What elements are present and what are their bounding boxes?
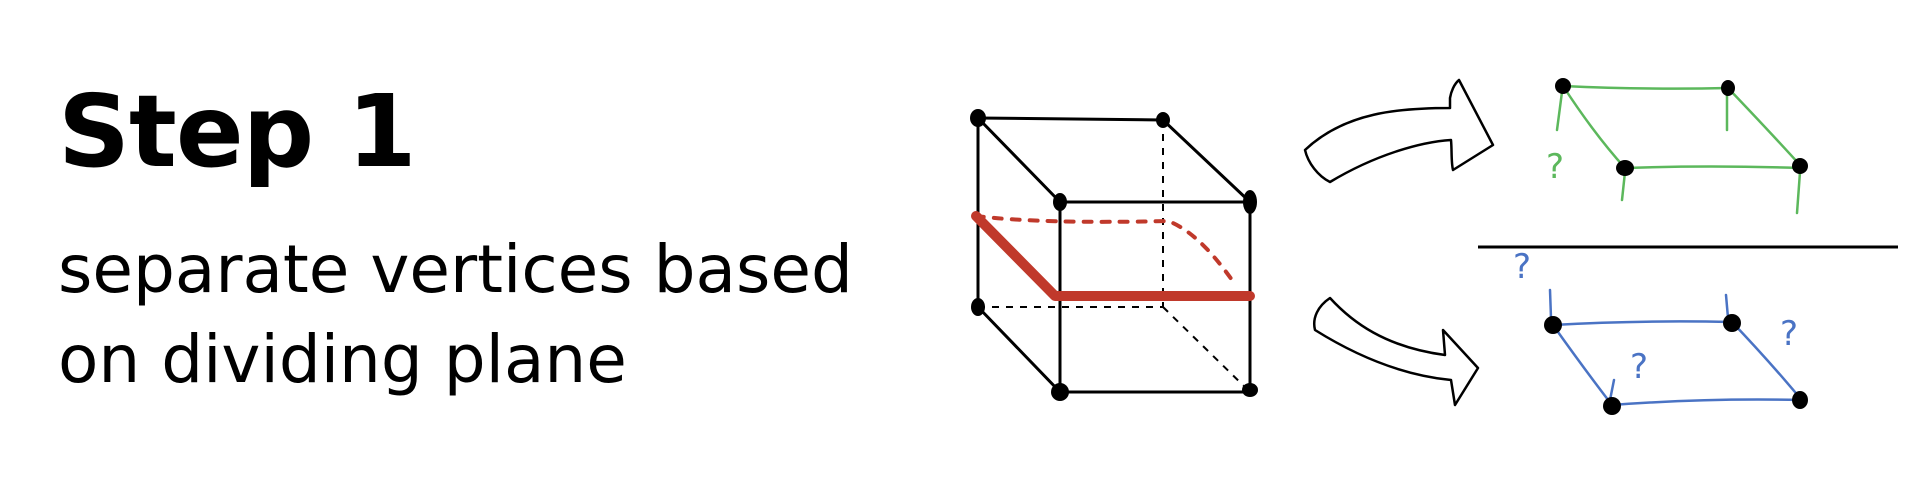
blue-edge-stub <box>1724 293 1730 320</box>
green-edge <box>1561 84 1627 170</box>
cube-edge <box>976 116 1062 204</box>
green-edge-stub <box>1555 90 1564 132</box>
green-edge-stub <box>1795 170 1802 215</box>
green-edge-stub <box>1620 170 1627 202</box>
cube-edge <box>976 116 1165 122</box>
vertex-dot-icon <box>1156 112 1170 128</box>
blue-edge <box>1610 398 1802 407</box>
vertex-dot-icon <box>1792 391 1808 409</box>
blue-question-mark-3: ? <box>1780 314 1798 354</box>
lower-curved-arrow-icon <box>1313 296 1480 407</box>
upper-half-dots <box>1555 78 1808 176</box>
upper-curved-arrow-icon <box>1303 78 1495 184</box>
green-edge <box>1623 165 1802 170</box>
vertex-dot-icon <box>1723 314 1741 332</box>
vertex-dot-icon <box>1792 158 1808 174</box>
blue-edge-stub <box>1608 378 1616 402</box>
blue-question-mark-2: ? <box>1630 347 1648 387</box>
cube-edge <box>1161 118 1252 204</box>
cube-hidden-edge <box>1162 306 1251 393</box>
cube-hidden-edges <box>978 120 1251 393</box>
cube-vertices <box>970 109 1258 401</box>
green-question-mark: ? <box>1546 147 1564 187</box>
vertex-dot-icon <box>1053 193 1067 211</box>
slide-subtitle: separate vertices based on dividing plan… <box>58 225 853 405</box>
green-edge <box>1726 86 1802 167</box>
upper-half-vertices <box>1555 84 1802 215</box>
green-edge <box>1561 84 1730 90</box>
vertex-dot-icon <box>1603 397 1621 415</box>
slide-title: Step 1 <box>58 73 417 190</box>
vertex-dot-icon <box>1616 160 1634 176</box>
vertex-dot-icon <box>970 109 986 127</box>
blue-edge <box>1730 320 1802 400</box>
lower-half-dots <box>1544 314 1808 415</box>
subtitle-line-1: separate vertices based <box>58 231 853 308</box>
blue-question-mark-1: ? <box>1513 247 1531 287</box>
vertex-dot-icon <box>1243 190 1257 214</box>
blue-edge <box>1551 320 1734 327</box>
lower-half-vertices <box>1548 288 1802 407</box>
plane-front-edge <box>971 211 1255 301</box>
blue-edge-stub <box>1548 288 1553 320</box>
vertex-dot-icon <box>1555 78 1571 94</box>
vertex-dot-icon <box>1721 80 1735 96</box>
vertex-dot-icon <box>1242 383 1258 397</box>
blue-edge <box>1551 323 1614 407</box>
vertex-dot-icon <box>971 298 985 316</box>
cube-edge <box>976 305 1062 394</box>
plane-back-edge <box>974 214 1234 282</box>
vertex-dot-icon <box>1544 316 1562 334</box>
vertex-dot-icon <box>1051 383 1069 401</box>
subtitle-line-2: on dividing plane <box>58 321 627 398</box>
dividing-plane <box>971 211 1255 301</box>
